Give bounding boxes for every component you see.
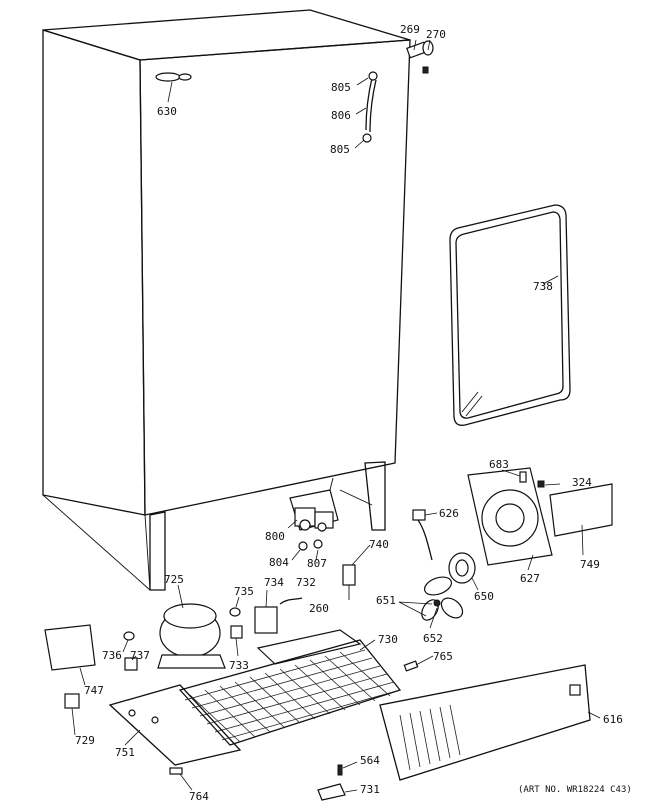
callout-324: 324 <box>572 476 592 489</box>
callout-806: 806 <box>331 109 351 122</box>
water-valve <box>289 477 339 532</box>
callout-626: 626 <box>439 507 459 520</box>
control-board <box>537 480 613 537</box>
callout-805-bottom: 805 <box>330 143 350 156</box>
callout-807: 807 <box>307 557 327 570</box>
fan-blade <box>421 576 464 621</box>
callout-630: 630 <box>157 105 177 118</box>
callout-765: 765 <box>433 650 453 663</box>
callout-725: 725 <box>164 573 184 586</box>
callout-683: 683 <box>489 458 509 471</box>
callout-740: 740 <box>369 538 389 551</box>
callout-731: 731 <box>360 783 380 796</box>
callout-652: 652 <box>423 632 443 645</box>
callout-616: 616 <box>603 713 623 726</box>
callout-804: 804 <box>269 556 289 569</box>
callout-800: 800 <box>265 530 285 543</box>
callout-733: 733 <box>229 659 249 672</box>
callout-269: 269 <box>400 23 420 36</box>
callout-736: 736 <box>102 649 122 662</box>
callout-735: 735 <box>234 585 254 598</box>
leader-lines <box>71 39 601 793</box>
callout-749: 749 <box>580 558 600 571</box>
drain-hose <box>412 509 433 561</box>
fan-shroud <box>467 467 553 566</box>
compressor <box>157 603 226 669</box>
water-tube-assembly <box>362 71 378 143</box>
callout-751: 751 <box>115 746 135 759</box>
rear-access-cover <box>379 664 591 781</box>
refrigerator-cabinet <box>42 9 411 591</box>
small-parts <box>44 624 419 801</box>
callout-730: 730 <box>378 633 398 646</box>
callout-650: 650 <box>474 590 494 603</box>
callout-734: 734 <box>264 576 284 589</box>
callout-260: 260 <box>309 602 329 615</box>
callout-729: 729 <box>75 734 95 747</box>
callout-747: 747 <box>84 684 104 697</box>
callout-labels: 269 270 805 806 805 630 738 683 324 626 … <box>75 23 632 803</box>
capacitor <box>298 539 356 600</box>
callout-627: 627 <box>520 572 540 585</box>
callout-764: 764 <box>189 790 209 803</box>
callout-732: 732 <box>296 576 316 589</box>
callout-805-top: 805 <box>331 81 351 94</box>
base-pan <box>108 684 242 766</box>
door-gasket <box>449 204 571 426</box>
callout-564: 564 <box>360 754 380 767</box>
fan-motor <box>448 552 476 584</box>
callout-738: 738 <box>533 280 553 293</box>
callout-270: 270 <box>426 28 446 41</box>
callout-737: 737 <box>130 649 150 662</box>
condenser-coil <box>178 629 402 746</box>
callout-651: 651 <box>376 594 396 607</box>
art-number: (ART NO. WR18224 C43) <box>518 785 632 795</box>
